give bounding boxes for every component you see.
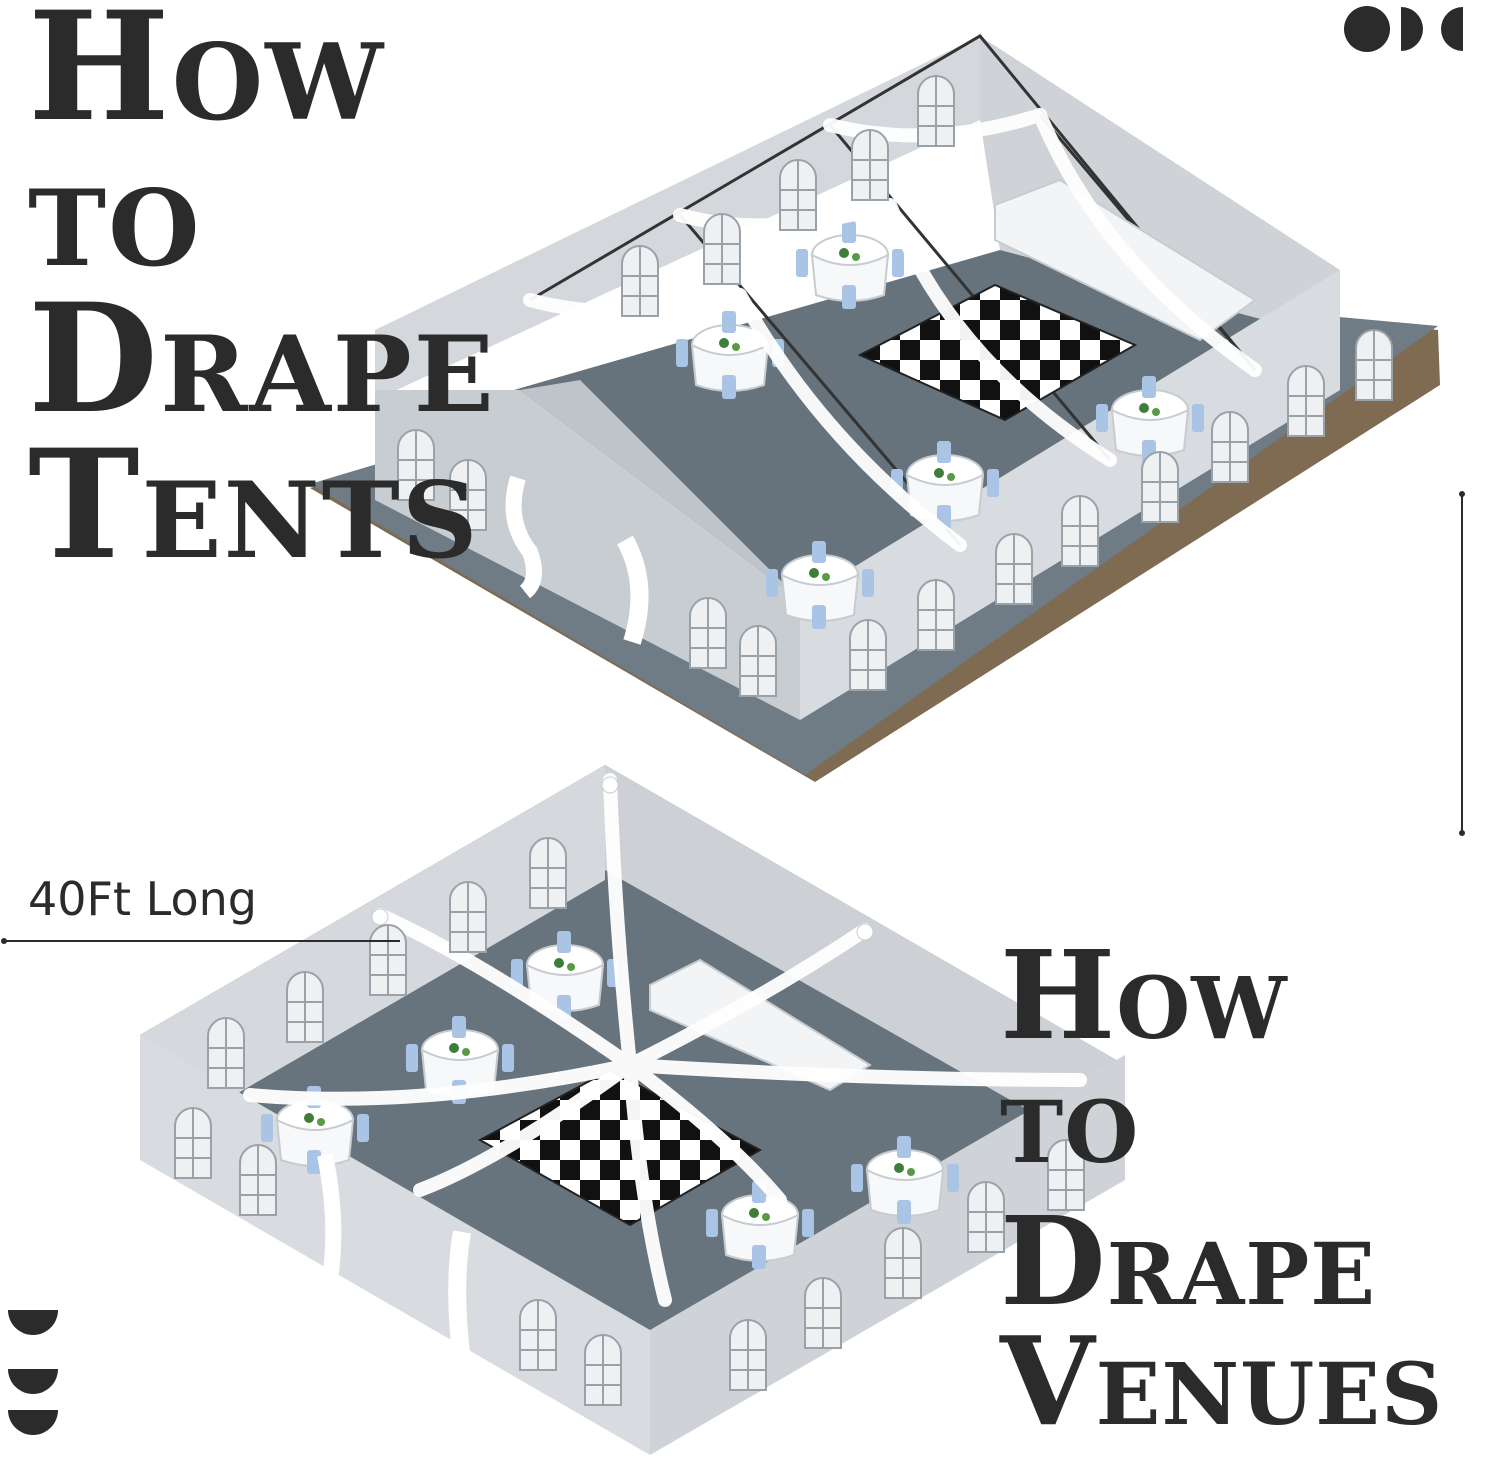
top-heading-line-tents: Tents	[28, 417, 480, 593]
dimension-label: 40Ft Long	[28, 872, 257, 926]
bottom-heading-line-to: to	[1000, 1047, 1140, 1191]
bottom-heading-line-venues: Venues	[1000, 1309, 1444, 1453]
dimension-line-vertical	[1459, 491, 1465, 836]
bottom-heading-line-how: How	[1000, 923, 1288, 1067]
top-heading-line-to: to	[28, 125, 202, 301]
top-heading-line-drape: Drape	[28, 271, 496, 447]
venue-ceiling-drapes	[243, 773, 1087, 1307]
tent-illustration	[310, 34, 1440, 782]
dimension-line-horizontal	[1, 938, 400, 944]
venue-back-right-wall	[605, 765, 1125, 1165]
bottom-heading-line-drape: Drape	[1000, 1189, 1377, 1333]
venue-illustration	[140, 765, 1125, 1455]
decorative-half-circles-icon	[8, 1310, 58, 1435]
top-heading-line-how: How	[28, 0, 386, 155]
decorative-circles-icon	[1344, 6, 1463, 52]
venue-dance-floor	[477, 1068, 763, 1227]
